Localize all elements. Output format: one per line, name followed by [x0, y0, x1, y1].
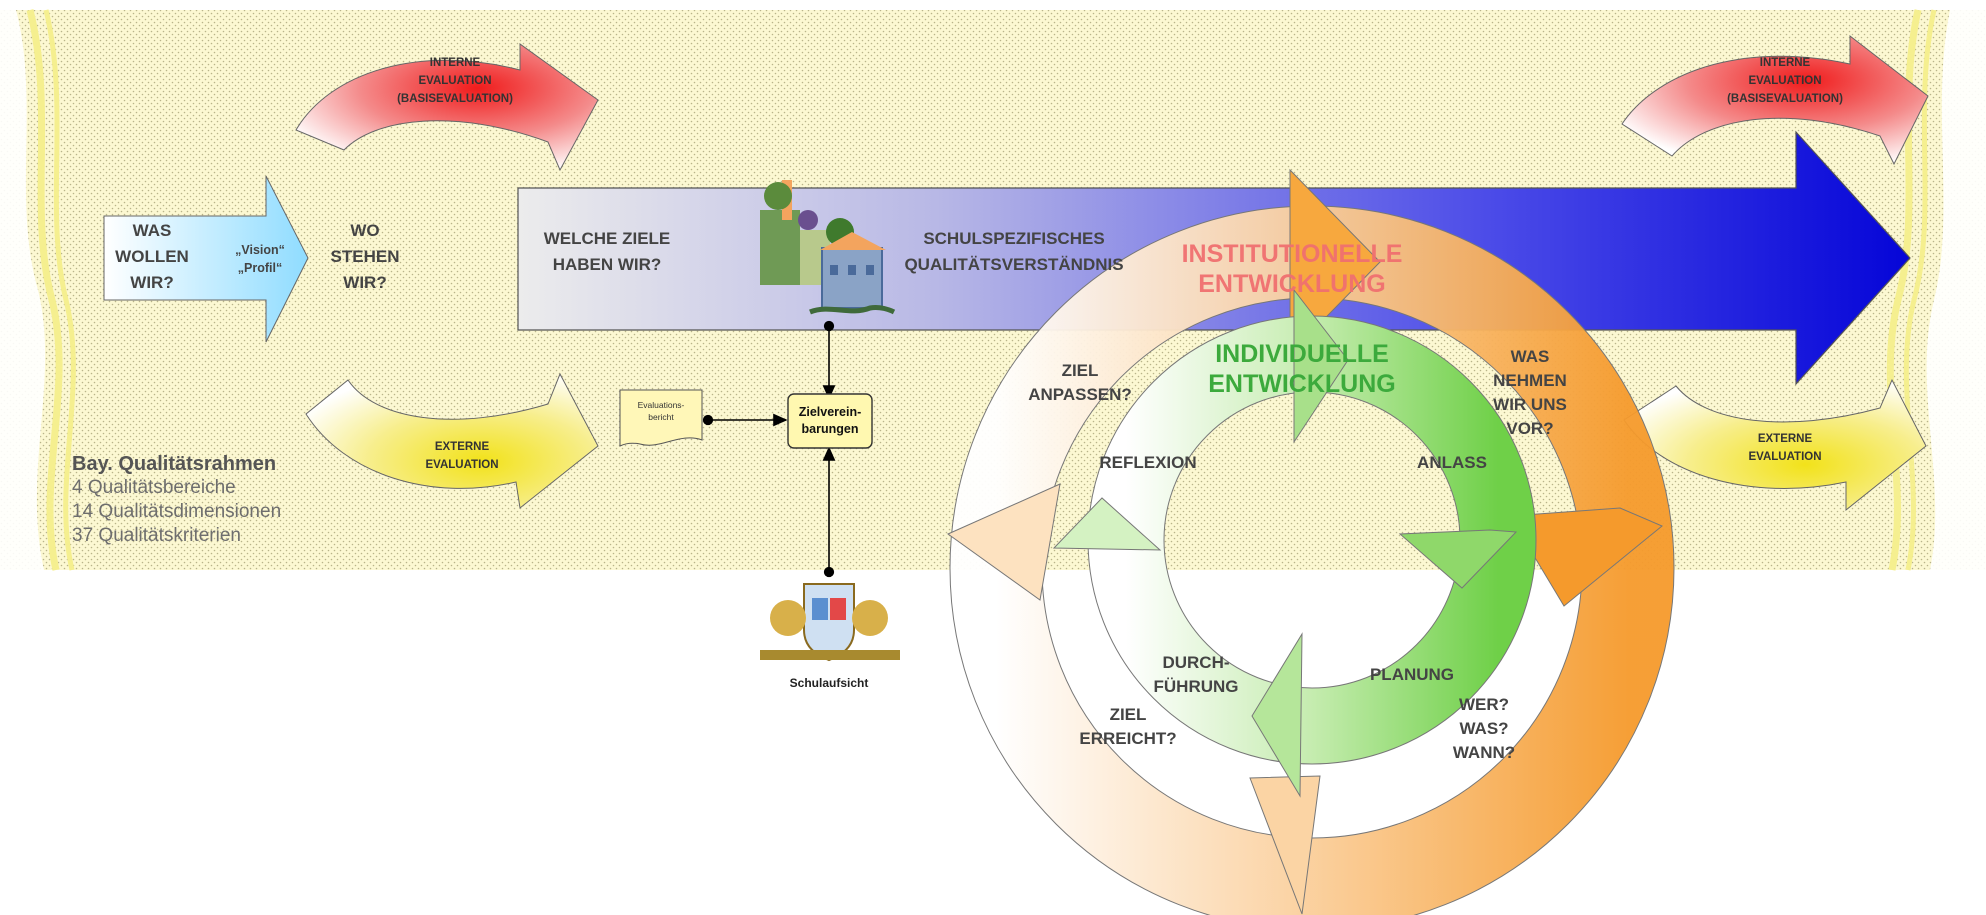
profil-label: „Profil“: [238, 261, 282, 275]
durchfuehrung-line-1: DURCH-: [1162, 653, 1229, 672]
planung-label: PLANUNG: [1370, 665, 1454, 684]
individual-development-line-1: INDIVIDUELLE: [1215, 340, 1389, 368]
internal-eval-left-line-2: EVALUATION: [418, 75, 491, 87]
external-eval-right-line-2: EVALUATION: [1748, 451, 1821, 463]
internal-eval-right-line-3: (BASISEVALUATION): [1727, 93, 1843, 105]
qualitaetsrahmen-block: Bay. Qualitätsrahmen 4 Qualitätsbereiche…: [72, 452, 281, 548]
was-wollen-wir-line-3: WIR?: [130, 273, 173, 292]
wo-stehen-wir-line-1: WO: [350, 221, 379, 240]
school-building-illustration: [760, 180, 896, 315]
anlass-label: ANLASS: [1417, 453, 1487, 472]
target-agreement-box: [787, 393, 873, 449]
evaluation-report-line-2: bericht: [648, 412, 674, 422]
was-nehmen-line-2: NEHMEN: [1493, 371, 1567, 390]
was-nehmen-line-3: WIR UNS: [1493, 395, 1567, 414]
wer-line: WER?: [1459, 695, 1509, 714]
was-nehmen-line-1: WAS: [1511, 347, 1550, 366]
evaluation-report-document: [619, 389, 703, 447]
external-eval-left-line-2: EVALUATION: [425, 459, 498, 471]
vision-label: „Vision“: [235, 243, 285, 257]
reflexion-label: REFLEXION: [1099, 453, 1196, 472]
ziel-erreicht-line-2: ERREICHT?: [1079, 729, 1176, 748]
qualitaetsrahmen-line-1: 4 Qualitätsbereiche: [72, 477, 236, 498]
internal-eval-right-line-2: EVALUATION: [1748, 75, 1821, 87]
was-wollen-wir-line-2: WOLLEN: [115, 247, 189, 266]
institutional-development-line-1: INSTITUTIONELLE: [1182, 240, 1403, 268]
ziel-anpassen-line-2: ANPASSEN?: [1028, 385, 1132, 404]
qualitaetsrahmen-title: Bay. Qualitätsrahmen: [72, 453, 277, 475]
internal-eval-left-line-3: (BASISEVALUATION): [397, 93, 513, 105]
wo-stehen-wir-line-3: WIR?: [343, 273, 386, 292]
qualitaetsrahmen-line-2: 14 Qualitätsdimensionen: [72, 501, 282, 522]
was-wollen-wir-line-1: WAS: [133, 221, 172, 240]
was-nehmen-line-4: VOR?: [1506, 419, 1553, 438]
vision-profile-arrow: [103, 175, 309, 343]
was-line: WAS?: [1459, 719, 1508, 738]
schulaufsicht-label: Schulaufsicht: [790, 676, 869, 690]
external-evaluation-arrow-right: [1623, 378, 1927, 512]
schulspezifisch-line-2: QUALITÄTSVERSTÄNDNIS: [904, 255, 1123, 274]
individual-development-line-2: ENTWICKLUNG: [1208, 370, 1395, 398]
welche-ziele-line-2: HABEN WIR?: [553, 255, 662, 274]
internal-evaluation-arrow-right: [1621, 34, 1929, 166]
ziel-anpassen-line-1: ZIEL: [1062, 361, 1099, 380]
internal-eval-left-line-1: INTERNE: [430, 57, 481, 69]
internal-eval-right-line-1: INTERNE: [1760, 57, 1811, 69]
external-eval-left-line-1: EXTERNE: [435, 441, 490, 453]
durchfuehrung-line-2: FÜHRUNG: [1154, 677, 1239, 696]
evaluation-report-line-1: Evaluations-: [638, 400, 685, 410]
institutional-development-line-2: ENTWICKLUNG: [1198, 270, 1385, 298]
wo-stehen-wir-line-2: STEHEN: [331, 247, 400, 266]
bavarian-coat-of-arms: [760, 583, 900, 662]
welche-ziele-line-1: WELCHE ZIELE: [544, 229, 671, 248]
individual-development-cycle: [1052, 288, 1537, 798]
external-evaluation-arrow-left: [305, 372, 599, 509]
institutional-development-cycle: [947, 168, 1675, 915]
target-agreement-line-2: barungen: [802, 422, 859, 436]
ziel-erreicht-line-1: ZIEL: [1110, 705, 1147, 724]
qualitaetsrahmen-line-3: 37 Qualitätskriterien: [72, 525, 241, 546]
target-agreement-line-1: Zielverein-: [799, 405, 862, 419]
internal-evaluation-arrow-left: [295, 43, 599, 172]
schulspezifisch-line-1: SCHULSPEZIFISCHES: [923, 229, 1104, 248]
process-connectors: [702, 320, 836, 578]
external-eval-right-line-1: EXTERNE: [1758, 433, 1813, 445]
wann-line: WANN?: [1453, 743, 1515, 762]
